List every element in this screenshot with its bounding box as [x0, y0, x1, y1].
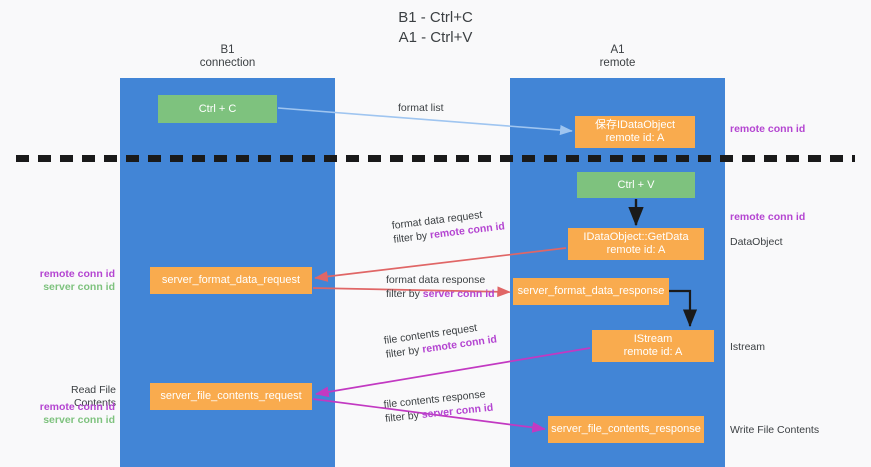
node-save-idataobject-label: 保存IDataObject — [594, 119, 676, 131]
annotation-left-conn-ids-2: remote conn id server conn id — [20, 401, 115, 427]
node-ctrl-c[interactable]: Ctrl + C — [158, 95, 277, 123]
node-save-idataobject[interactable]: 保存IDataObject remote id: A — [575, 116, 695, 148]
filter-prefix: filter by — [392, 229, 431, 246]
edge-label-format-data-response: format data response filter by server co… — [386, 273, 495, 301]
edge-label-format-data-request: format data request filter by remote con… — [391, 205, 506, 246]
node-idataobject-getdata-sub: remote id: A — [606, 244, 666, 256]
annotation-right-remote-conn-id-mid: remote conn id — [730, 211, 806, 223]
node-istream-sub: remote id: A — [623, 346, 683, 358]
annotation-right-remote-conn-id-top: remote conn id — [730, 123, 806, 135]
page-title: B1 - Ctrl+C A1 - Ctrl+V — [0, 8, 871, 48]
node-server-format-data-request[interactable]: server_format_data_request — [150, 267, 312, 294]
lane-header-a1-name: A1 — [610, 44, 625, 56]
node-server-format-data-response-label: server_format_data_response — [517, 285, 665, 297]
phase-divider — [16, 155, 855, 162]
node-server-file-contents-response[interactable]: server_file_contents_response — [548, 416, 704, 443]
node-save-idataobject-sub: remote id: A — [605, 132, 665, 144]
annotation-right-dataobject: DataObject — [730, 236, 783, 248]
title-line-1: B1 - Ctrl+C — [398, 9, 473, 26]
node-server-format-data-response[interactable]: server_format_data_response — [513, 278, 669, 305]
node-ctrl-c-label: Ctrl + C — [198, 102, 237, 115]
edge-label-file-contents-response: file contents response filter by server … — [383, 387, 494, 426]
node-server-format-data-request-label: server_format_data_request — [161, 274, 301, 286]
node-server-file-contents-response-label: server_file_contents_response — [551, 423, 701, 435]
edge-label-format-data-response-text: format data response — [386, 274, 486, 286]
edge-label-file-contents-request: file contents request filter by remote c… — [383, 318, 498, 361]
filter-prefix: filter by — [385, 343, 424, 361]
lane-header-b1: B1 connection — [140, 44, 315, 70]
node-server-file-contents-request[interactable]: server_file_contents_request — [150, 383, 312, 410]
annotation-left-server-conn-id-2: server conn id — [43, 414, 115, 426]
lane-header-a1: A1 remote — [530, 44, 705, 70]
node-istream[interactable]: IStream remote id: A — [592, 330, 714, 362]
node-idataobject-getdata-label: IDataObject::GetData — [583, 231, 689, 243]
filter-key-server-conn-id: server conn id — [422, 288, 495, 300]
annotation-left-server-conn-id: server conn id — [43, 281, 115, 293]
node-istream-label: IStream — [633, 333, 673, 345]
annotation-right-write-file-contents: Write File Contents — [730, 424, 820, 436]
title-line-2: A1 - Ctrl+V — [398, 29, 473, 46]
lane-header-b1-role: connection — [199, 57, 256, 69]
node-idataobject-getdata[interactable]: IDataObject::GetData remote id: A — [568, 228, 704, 260]
node-ctrl-v[interactable]: Ctrl + V — [577, 172, 695, 198]
lane-header-a1-role: remote — [599, 57, 636, 69]
node-ctrl-v-label: Ctrl + V — [617, 178, 655, 191]
annotation-right-istream: Istream — [730, 341, 766, 353]
edge-label-format-list-text: format list — [398, 102, 444, 114]
edge-label-format-data-response-filter: filter by server conn id — [386, 287, 495, 301]
annotation-left-read-file-contents: Read File Contents — [71, 384, 116, 409]
annotation-left-conn-ids: remote conn id server conn id — [20, 268, 115, 294]
annotation-left-remote-conn-id: remote conn id — [39, 268, 115, 280]
lane-header-b1-name: B1 — [220, 44, 235, 56]
node-server-file-contents-request-label: server_file_contents_request — [160, 390, 302, 402]
filter-prefix: filter by — [386, 288, 423, 300]
annotation-left-remote-conn-id-2: remote conn id — [39, 401, 115, 413]
filter-prefix: filter by — [384, 409, 423, 425]
edge-label-format-list: format list — [398, 101, 444, 115]
